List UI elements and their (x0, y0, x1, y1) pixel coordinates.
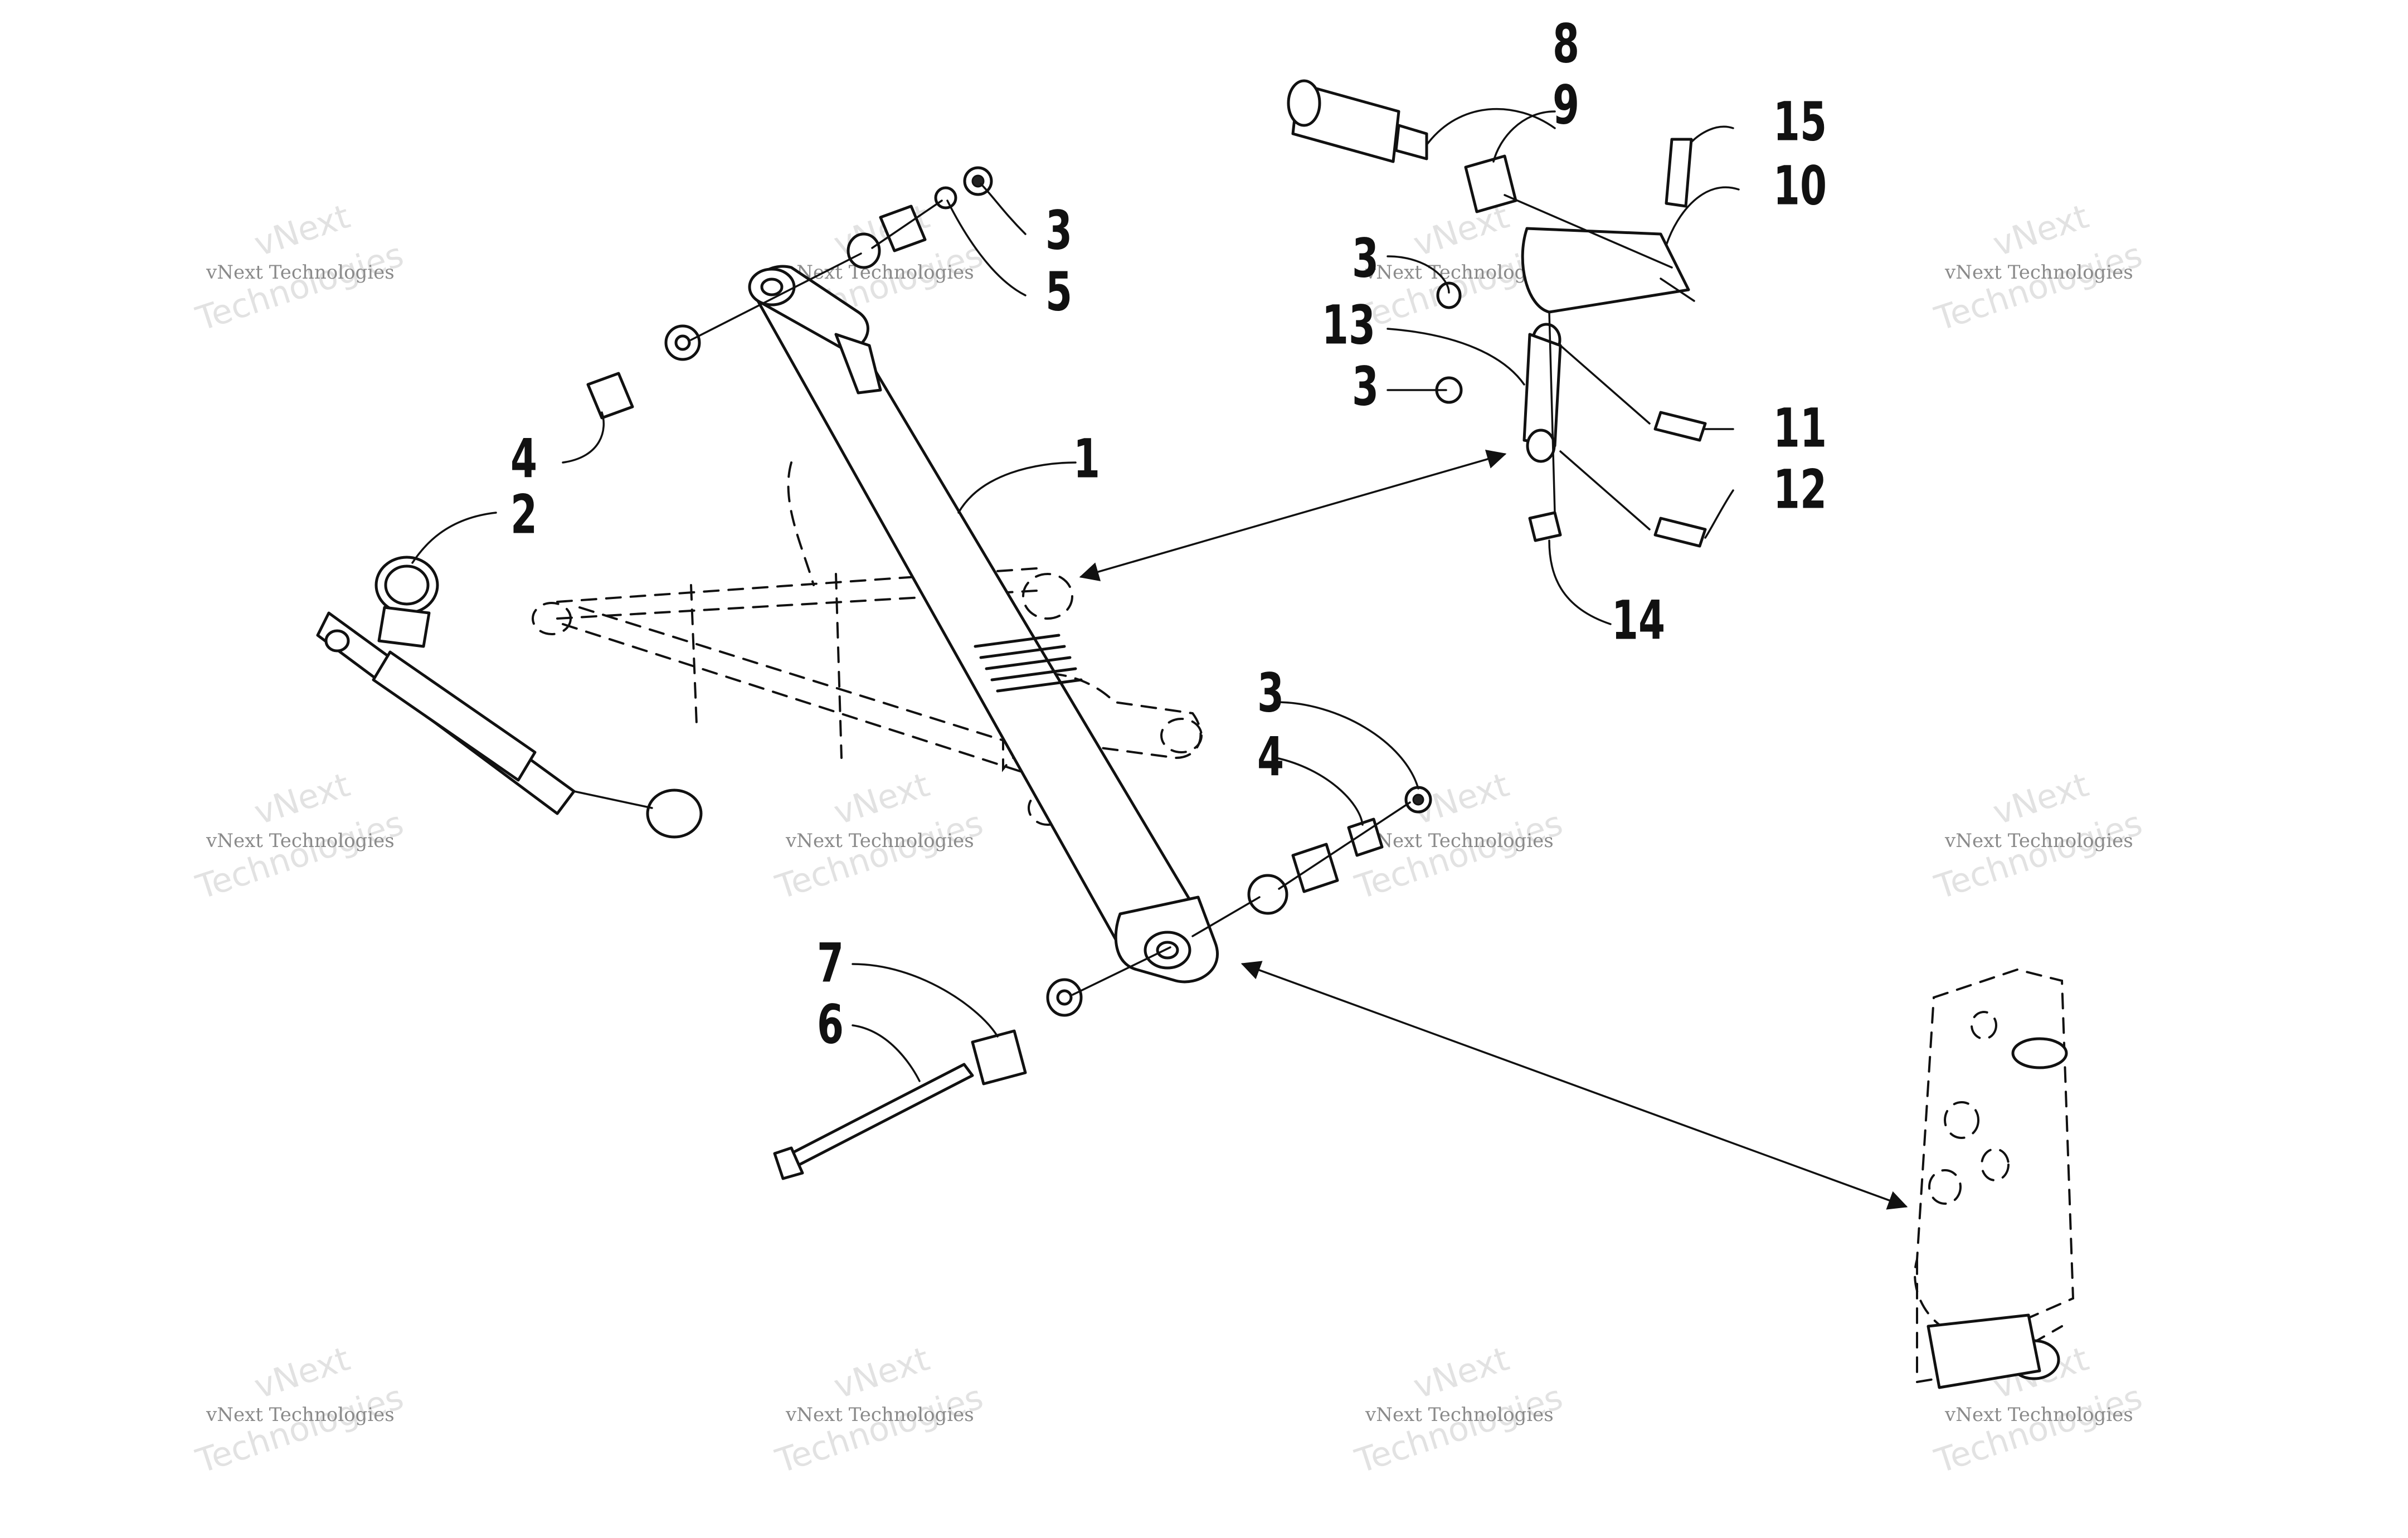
callout-4a: 4 (510, 427, 537, 490)
callout-10: 10 (1773, 154, 1827, 217)
watermark-text: vNext Technologies (1944, 830, 2133, 852)
callout-2: 2 (510, 483, 537, 546)
hardware-lower (773, 786, 1432, 1180)
callout-3d: 3 (1257, 661, 1284, 724)
callout-15: 15 (1773, 90, 1827, 153)
callout-3c: 3 (1352, 355, 1379, 417)
callout-labels: 1 2 3 3 3 3 4 4 5 6 7 8 9 10 11 12 13 14… (510, 12, 1827, 1055)
watermark-text: vNext Technologies (206, 830, 395, 852)
callout-8: 8 (1553, 12, 1579, 75)
callout-4b: 4 (1257, 726, 1284, 788)
watermark-text: vNext Technologies (206, 1404, 395, 1426)
shock-absorber (748, 265, 1219, 984)
callout-7: 7 (817, 932, 844, 994)
callout-6: 6 (817, 993, 844, 1055)
watermark-text: vNext Technologies (1365, 1404, 1554, 1426)
callout-12: 12 (1773, 458, 1827, 520)
watermark-text: vNext Technologies (785, 1404, 974, 1426)
watermark-text: vNext Technologies (1944, 1404, 2133, 1426)
callout-3a: 3 (1045, 199, 1072, 261)
callout-5: 5 (1045, 260, 1072, 323)
watermark-text: vNext Technologies (1944, 261, 2133, 284)
callout-13: 13 (1322, 294, 1375, 356)
watermark-text: vNext Technologies (785, 830, 974, 852)
air-pump (316, 556, 703, 839)
callout-14: 14 (1612, 589, 1665, 651)
leader-lines (411, 108, 1740, 1082)
reference-arrows (1079, 449, 1908, 1210)
watermark-text: vNext Technologies (1365, 830, 1554, 852)
linkage-assembly (1287, 79, 1707, 548)
callout-1: 1 (1073, 427, 1100, 490)
callout-3b: 3 (1352, 227, 1379, 289)
watermark-text: vNext Technologies (785, 261, 974, 284)
spindle-outline (1914, 968, 2075, 1389)
watermark-text: vNext Technologies (206, 261, 395, 284)
callout-11: 11 (1773, 397, 1827, 459)
callout-9: 9 (1553, 74, 1579, 136)
hardware-upper (586, 166, 993, 420)
